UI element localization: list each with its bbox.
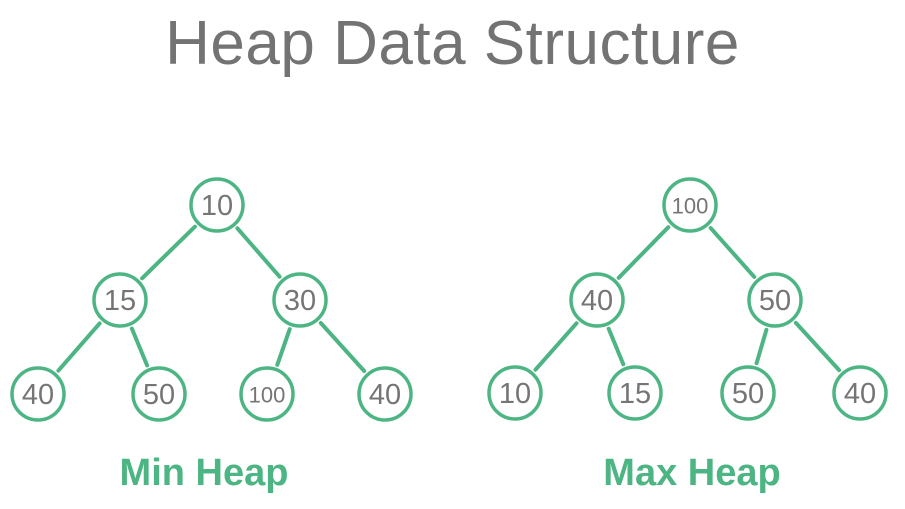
tree-node-circle <box>832 365 888 421</box>
tree-node-value: 40 <box>369 379 401 411</box>
tree-node-circle <box>189 177 245 233</box>
tree-node-value: 40 <box>581 285 613 317</box>
tree-node-circle <box>10 366 66 422</box>
tree-edge <box>754 327 769 366</box>
tree-edge <box>708 226 757 279</box>
tree-node-circle <box>569 272 625 328</box>
tree-node-circle <box>662 177 718 233</box>
tree-node-circle <box>131 366 187 422</box>
tree-node-value: 10 <box>201 190 233 222</box>
tree-node-value: 15 <box>619 378 651 410</box>
tree-node-circle <box>607 365 663 421</box>
tree-edge <box>275 327 292 367</box>
tree-node-value: 100 <box>249 383 286 408</box>
min-heap-label: Min Heap <box>119 452 289 494</box>
tree-node-value: 100 <box>672 194 709 219</box>
tree-node-value: 40 <box>844 378 876 410</box>
tree-node-value: 50 <box>732 378 764 410</box>
tree-node-circle <box>239 366 295 422</box>
tree-node-circle <box>720 365 776 421</box>
tree-node-value: 30 <box>284 285 316 317</box>
tree-node-circle <box>272 272 328 328</box>
tree-node-value: 50 <box>143 379 175 411</box>
tree-edge <box>606 326 626 367</box>
min-heap-tree: 10 15 30 40 50 100 40 <box>10 177 413 422</box>
tree-node-value: 10 <box>499 378 531 410</box>
tree-edge <box>129 326 150 368</box>
tree-edge <box>56 321 102 373</box>
tree-node-value: 50 <box>759 285 791 317</box>
tree-edge <box>140 224 197 281</box>
tree-edge <box>235 226 282 279</box>
tree-edge <box>616 225 671 280</box>
max-heap-tree: 100 40 50 10 15 50 40 <box>487 177 888 421</box>
tree-node-value: 40 <box>22 379 54 411</box>
tree-node-circle <box>92 272 148 328</box>
tree-edge <box>793 320 842 373</box>
tree-edge <box>318 321 367 373</box>
tree-node-circle <box>357 366 413 422</box>
tree-node-value: 15 <box>104 285 136 317</box>
page-title: Heap Data Structure <box>165 9 740 78</box>
max-heap-label: Max Heap <box>603 452 781 494</box>
tree-node-circle <box>487 365 543 421</box>
tree-edge <box>533 321 579 372</box>
tree-node-circle <box>747 272 803 328</box>
